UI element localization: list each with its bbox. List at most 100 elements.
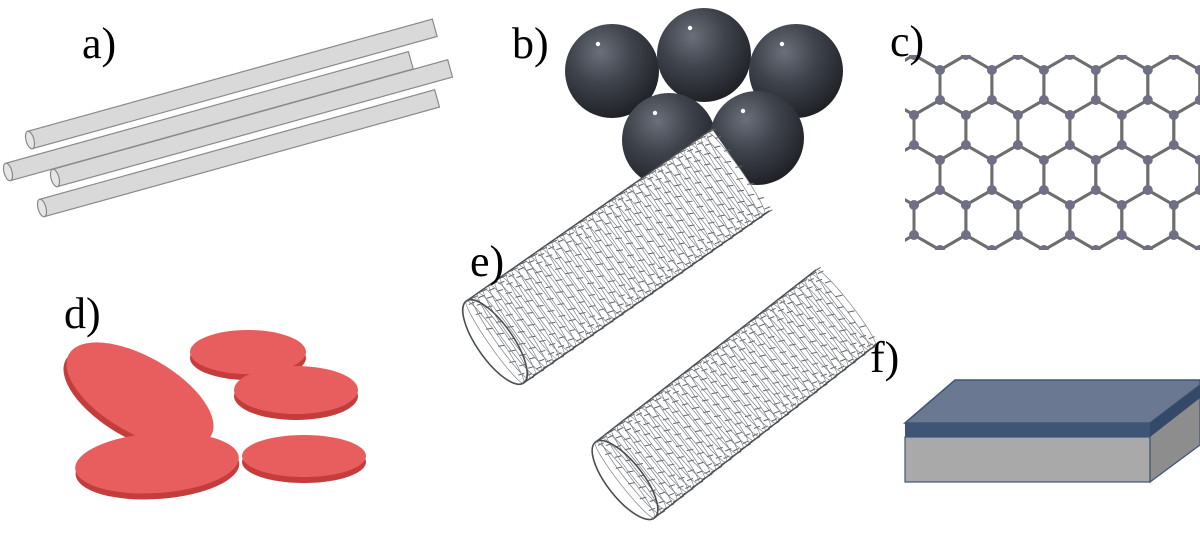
lattice-atom bbox=[1064, 200, 1075, 210]
lattice-atom bbox=[1168, 230, 1179, 240]
lattice-atom bbox=[1116, 230, 1127, 240]
lattice-atom bbox=[909, 230, 919, 240]
sphere bbox=[565, 24, 659, 118]
lattice-atom bbox=[909, 140, 919, 150]
panel-label-f: f) bbox=[870, 333, 900, 382]
lattice-atom bbox=[1142, 155, 1153, 165]
lattice-atom bbox=[960, 230, 971, 240]
lattice-atom bbox=[935, 5, 945, 15]
panel-label-b: b) bbox=[512, 19, 549, 68]
rod bbox=[36, 89, 441, 218]
slab-coating-band bbox=[905, 423, 1150, 437]
lattice-atom bbox=[1142, 245, 1153, 250]
lattice-atom bbox=[1116, 200, 1127, 210]
lattice-atom bbox=[960, 200, 971, 210]
rod bbox=[24, 18, 438, 150]
nanotube bbox=[591, 266, 880, 521]
lattice-atom bbox=[883, 245, 893, 255]
lattice-atom bbox=[1090, 95, 1101, 105]
lattice-atom bbox=[1064, 55, 1075, 60]
lattice-atom bbox=[1169, 290, 1179, 300]
nanotube bbox=[461, 128, 773, 386]
lattice-atom bbox=[1117, 20, 1127, 30]
lattice-atom bbox=[857, 140, 867, 150]
lattice-atom bbox=[1142, 95, 1153, 105]
lattice-atom bbox=[1195, 275, 1200, 285]
panel-label-d: d) bbox=[64, 289, 101, 338]
panel-label-a: a) bbox=[82, 19, 117, 68]
lattice-atom bbox=[1116, 140, 1127, 150]
lattice-atom bbox=[935, 65, 945, 75]
lattice-atom bbox=[1116, 55, 1127, 60]
lattice-hexagon bbox=[1094, 233, 1150, 250]
lattice-atom bbox=[935, 275, 945, 285]
rod bbox=[49, 59, 454, 188]
lattice-atom bbox=[1090, 65, 1101, 75]
lattice-atom bbox=[1142, 65, 1153, 75]
lattice-atom bbox=[1117, 290, 1127, 300]
lattice-atom bbox=[1169, 20, 1179, 30]
lattice-atom bbox=[1194, 95, 1200, 105]
lattice-atom bbox=[935, 155, 945, 165]
nanotube-outline bbox=[595, 269, 876, 519]
lattice-hexagon bbox=[1146, 233, 1200, 250]
lattice-atom bbox=[960, 110, 971, 120]
lattice-atom bbox=[1064, 230, 1075, 240]
lattice-atom bbox=[883, 65, 893, 75]
platelet bbox=[234, 366, 358, 420]
platelet bbox=[242, 435, 366, 483]
lattice-atom bbox=[1116, 110, 1127, 120]
lattice-atom bbox=[1194, 245, 1200, 250]
lattice-atom bbox=[1143, 5, 1153, 15]
lattice-atom bbox=[1090, 185, 1101, 195]
lattice-atom bbox=[909, 200, 919, 210]
lattice-atom bbox=[1091, 275, 1101, 285]
platelets-panel bbox=[63, 330, 366, 500]
lattice-atom bbox=[935, 245, 945, 250]
hexagonal-lattice-panel bbox=[857, 5, 1200, 300]
platelet bbox=[63, 342, 214, 453]
lattice-atom bbox=[1168, 200, 1179, 210]
lattice-atom bbox=[961, 20, 971, 30]
lattice-atom bbox=[857, 200, 867, 210]
nanotubes-panel bbox=[461, 128, 880, 521]
lattice-atom bbox=[909, 110, 919, 120]
lattice-atom bbox=[1168, 140, 1179, 150]
nanotube-opening bbox=[591, 439, 659, 521]
lattice-atom bbox=[987, 275, 997, 285]
lattice-atom bbox=[1142, 185, 1153, 195]
lattice-atom bbox=[935, 95, 945, 105]
lattice-atom bbox=[1065, 20, 1075, 30]
lattice-atom bbox=[1012, 110, 1023, 120]
lattice-atom bbox=[986, 155, 997, 165]
lattice-atom bbox=[1194, 185, 1200, 195]
lattice-hexagon bbox=[990, 233, 1046, 250]
lattice-atom bbox=[1012, 200, 1023, 210]
coated-slab-panel bbox=[902, 379, 1200, 484]
lattice-atom bbox=[857, 50, 867, 60]
nanotube-outline bbox=[465, 128, 770, 384]
platelet bbox=[75, 432, 240, 500]
lattice-atom bbox=[1013, 20, 1023, 30]
spheres-panel bbox=[565, 8, 843, 187]
lattice-atom bbox=[857, 110, 867, 120]
lattice-atom bbox=[883, 155, 893, 165]
lattice-atom bbox=[857, 230, 867, 240]
lattice-atom bbox=[960, 140, 971, 150]
lattice-atom bbox=[909, 290, 919, 300]
lattice-atom bbox=[986, 95, 997, 105]
rods-panel bbox=[2, 18, 454, 218]
lattice-atom bbox=[883, 275, 893, 285]
lattice-atom bbox=[1194, 65, 1200, 75]
lattice-atom bbox=[883, 185, 893, 195]
lattice-atom bbox=[986, 185, 997, 195]
lattice-atom bbox=[857, 20, 867, 30]
lattice-atom bbox=[883, 5, 893, 15]
lattice-atom bbox=[1065, 290, 1075, 300]
lattice-atom bbox=[1039, 5, 1049, 15]
nanotube-opening bbox=[461, 298, 529, 386]
lattice-atom bbox=[961, 290, 971, 300]
lattice-atom bbox=[986, 245, 997, 250]
slab-top-face bbox=[902, 379, 1200, 424]
